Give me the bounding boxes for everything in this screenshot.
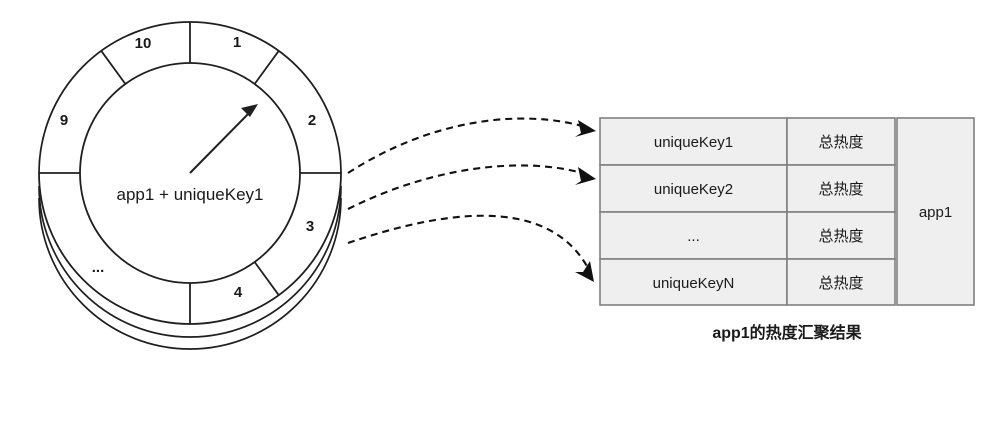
table-cell-heat-4[interactable]	[786, 258, 896, 306]
ring-segment-label-9: 9	[60, 112, 68, 129]
table-cell-heat-1[interactable]	[786, 117, 896, 166]
ring-segment-label-1: 1	[233, 34, 241, 51]
aggregation-arrow-2	[347, 164, 596, 210]
table-cell-key-2-label: uniqueKey2	[654, 181, 733, 198]
table-cell-heat-2[interactable]	[786, 164, 896, 213]
ring-segment-label-2: 2	[308, 112, 316, 129]
ring-stack-layer-3	[38, 197, 342, 350]
table-cell-heat-1-label: 总热度	[818, 134, 863, 151]
table-cell-app[interactable]	[896, 117, 975, 306]
result-table[interactable]: uniqueKey1 总热度 uniqueKey2 总热度 ... 总热度 un…	[599, 117, 975, 306]
table-cell-key-4[interactable]	[599, 258, 788, 306]
ring-divider-36	[253, 50, 280, 85]
ring-segment-label-10: 10	[135, 35, 152, 52]
aggregation-arrows	[347, 117, 596, 282]
table-cell-key-1[interactable]	[599, 117, 788, 166]
ring-stack-layer-2	[38, 185, 342, 338]
table-cell-key-4-label: uniqueKeyN	[653, 275, 735, 292]
aggregation-arrow-1	[347, 117, 596, 174]
aggregation-arrow-3	[347, 214, 594, 282]
table-cell-heat-3-label: 总热度	[818, 228, 863, 245]
table-cell-app-label: app1	[919, 204, 952, 221]
diagram-caption: app1的热度汇聚结果	[712, 323, 861, 342]
table-cell-key-3-label: ...	[687, 228, 700, 245]
table-cell-key-3[interactable]	[599, 211, 788, 260]
hash-ring[interactable]: 1 2 3 4 9 10 ... app1 + uniqueKey1	[38, 21, 342, 325]
ring-segment-label-4: 4	[234, 284, 243, 301]
ring-divider-324	[100, 50, 127, 85]
ring-pointer-arrow	[189, 104, 258, 174]
table-cell-heat-4-label: 总热度	[818, 275, 863, 292]
ring-divider-144	[253, 261, 280, 296]
table-cell-key-1-label: uniqueKey1	[654, 134, 733, 151]
table-cell-key-2[interactable]	[599, 164, 788, 213]
ring-center-key-label: app1 + uniqueKey1	[117, 185, 264, 204]
table-cell-heat-2-label: 总热度	[818, 181, 863, 198]
ring-segment-label-ellipsis: ...	[92, 259, 105, 276]
ring-segment-label-3: 3	[306, 218, 314, 235]
